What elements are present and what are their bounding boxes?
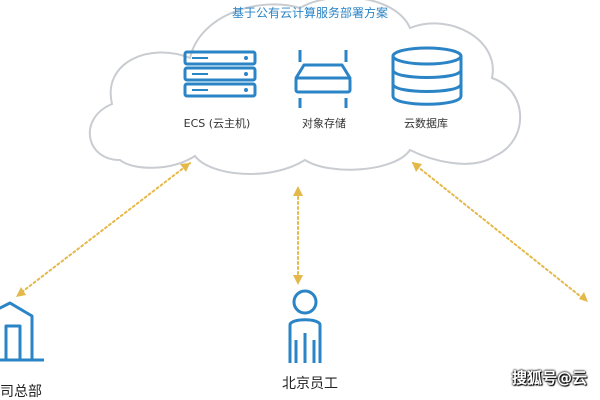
cloud-shape [88, 0, 522, 175]
hq-to-cloud-arrow [17, 162, 191, 296]
cloud-to-right-arrow [412, 162, 586, 301]
staff-label: 北京员工 [282, 376, 338, 392]
database-cylinder-icon [391, 46, 463, 106]
object-storage-label: 对象存储 [302, 117, 346, 130]
server-rack-icon [183, 50, 257, 98]
storage-tray-icon [294, 50, 352, 108]
arrowhead-hq-bottom [16, 287, 26, 297]
arrowhead-staff-bottom [293, 275, 303, 285]
arrowhead-staff-top [293, 186, 303, 196]
person-icon [288, 289, 322, 363]
arrowhead-hq-top [180, 163, 190, 172]
headquarters-label: 司总部 [0, 384, 42, 400]
building-icon [0, 301, 44, 362]
arrowhead-right-bottom [579, 292, 588, 302]
arrowhead-right-top [412, 162, 422, 172]
cloud-database-label: 云数据库 [404, 117, 448, 130]
ecs-label: ECS (云主机) [183, 117, 251, 130]
watermark-text: 搜狐号@云 [512, 369, 588, 387]
cloud-title: 基于公有云计算服务部署方案 [231, 6, 388, 20]
